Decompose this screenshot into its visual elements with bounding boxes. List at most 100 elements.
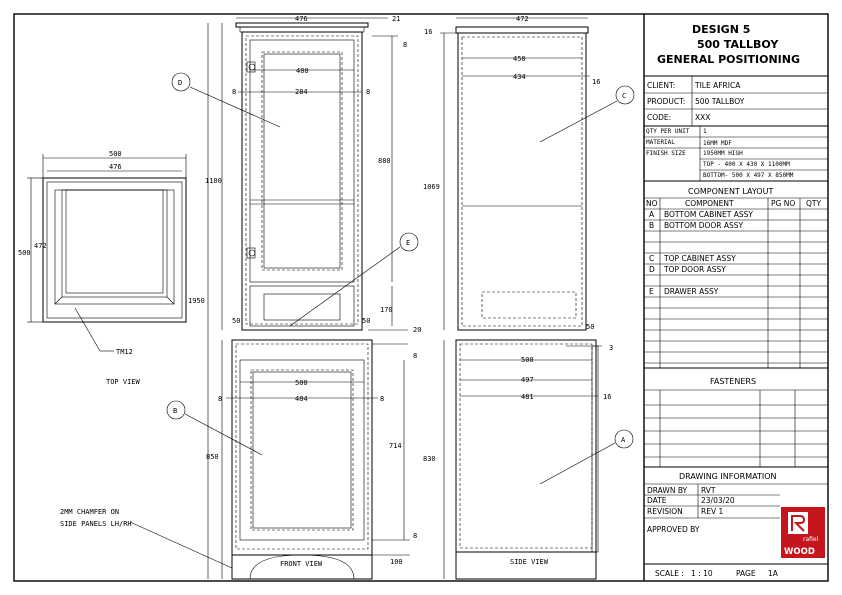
component-layout-heading: COMPONENT LAYOUT — [688, 187, 773, 196]
svg-text:1100: 1100 — [205, 177, 222, 185]
side-view: SIDE VIEW 472 16 450 434 16 1069 50 3 50… — [423, 15, 613, 580]
code-value: XXX — [695, 113, 710, 122]
front-drawer — [249, 285, 355, 327]
component-row-no: D — [649, 265, 655, 274]
component-row-no: E — [649, 287, 654, 296]
svg-text:484: 484 — [295, 395, 308, 403]
front-top-cabinet — [241, 31, 363, 331]
title-block: DESIGN 5 500 TALLBOY GENERAL POSITIONING… — [643, 14, 828, 581]
svg-text:8: 8 — [403, 41, 407, 49]
component-rows: A BOTTOM CABINET ASSY B BOTTOM DOOR ASSY C TO… — [644, 210, 828, 364]
svg-text:C: C — [622, 92, 626, 100]
svg-text:481: 481 — [521, 393, 534, 401]
svg-text:FINISH SIZE: FINISH SIZE — [646, 150, 686, 157]
svg-text:APPROVED BY: APPROVED BY — [647, 525, 700, 534]
svg-text:284: 284 — [295, 88, 308, 96]
svg-text:434: 434 — [513, 73, 526, 81]
svg-text:50: 50 — [232, 317, 240, 325]
svg-text:TOP - 400 X 430 X 1100MM: TOP - 400 X 430 X 1100MM — [703, 161, 790, 168]
svg-text:100: 100 — [390, 558, 403, 566]
svg-text:COMPONENT: COMPONENT — [685, 199, 734, 208]
svg-text:16MM MDF: 16MM MDF — [703, 140, 732, 147]
svg-text:WOOD: WOOD — [784, 547, 815, 557]
svg-text:D: D — [178, 79, 182, 87]
svg-text:500: 500 — [521, 356, 534, 364]
svg-text:1069: 1069 — [423, 183, 440, 191]
side-bottom-cabinet — [455, 339, 597, 553]
drawn-by-value: RVT — [701, 486, 716, 495]
front-view: FRONT VIEW 476 21 8 400 8 284 8 880 1100… — [188, 15, 421, 580]
svg-text:8: 8 — [413, 532, 417, 540]
component-row-name: BOTTOM DOOR ASSY — [664, 221, 744, 230]
side-top-cabinet — [457, 32, 587, 331]
revision-value: REV 1 — [701, 507, 723, 516]
component-row-no: C — [649, 254, 654, 263]
svg-text:BOTTOM- 500 X 497 X 850MM: BOTTOM- 500 X 497 X 850MM — [703, 172, 794, 179]
svg-text:16: 16 — [603, 393, 611, 401]
side-view-label: SIDE VIEW — [510, 558, 549, 566]
svg-text:8: 8 — [380, 395, 384, 403]
svg-text:16: 16 — [424, 28, 432, 36]
svg-text:50: 50 — [586, 323, 594, 331]
svg-text:497: 497 — [521, 376, 534, 384]
fastener-rows — [644, 404, 828, 458]
dim-top-width-500: 500 — [109, 150, 122, 158]
chamfer-note-line1: 2MM CHAMFER ON — [60, 508, 119, 516]
svg-text:1: 1 — [703, 128, 707, 135]
svg-text:400: 400 — [296, 67, 309, 75]
title-line2: 500 TALLBOY — [697, 38, 779, 51]
dim-top-height-472: 472 — [34, 242, 47, 250]
svg-text:880: 880 — [378, 157, 391, 165]
front-view-label: FRONT VIEW — [280, 560, 323, 568]
svg-text:8: 8 — [413, 352, 417, 360]
rafiel-wood-logo: rafiel WOOD — [781, 507, 825, 558]
svg-text:CODE:: CODE: — [647, 113, 671, 122]
callout-a: A — [539, 429, 634, 485]
callout-d: D — [171, 72, 281, 128]
svg-text:DATE: DATE — [647, 496, 667, 505]
scale-value: 1 : 10 — [691, 569, 713, 578]
chamfer-note-line2: SIDE PANELS LH/RH — [60, 520, 132, 528]
svg-text:PG NO: PG NO — [771, 199, 795, 208]
svg-text:NO: NO — [646, 199, 658, 208]
svg-text:E: E — [406, 239, 410, 247]
dim-top-width-476: 476 — [109, 163, 122, 171]
svg-text:476: 476 — [295, 15, 308, 23]
product-value: 500 TALLBOY — [695, 97, 745, 106]
svg-text:8: 8 — [232, 88, 236, 96]
svg-text:472: 472 — [516, 15, 529, 23]
svg-text:50: 50 — [362, 317, 370, 325]
svg-text:21: 21 — [392, 15, 400, 23]
sheet-border — [13, 13, 829, 582]
svg-text:830: 830 — [423, 455, 436, 463]
svg-text:8: 8 — [366, 88, 370, 96]
component-row-name: TOP DOOR ASSY — [663, 265, 726, 274]
svg-text:170: 170 — [380, 306, 393, 314]
svg-text:CLIENT:: CLIENT: — [647, 81, 675, 90]
dim-top-height-500: 500 — [18, 249, 31, 257]
title-line1: DESIGN 5 — [692, 23, 750, 36]
svg-text:SCALE :: SCALE : — [655, 569, 684, 578]
fasteners-heading: FASTENERS — [710, 377, 756, 386]
svg-text:QTY: QTY — [806, 199, 821, 208]
component-row-name: TOP CABINET ASSY — [663, 254, 736, 263]
top-view-outer — [42, 177, 187, 323]
svg-text:1950MM HIGH: 1950MM HIGH — [703, 150, 743, 157]
component-row-no: B — [649, 221, 654, 230]
component-row-name: BOTTOM CABINET ASSY — [664, 210, 753, 219]
svg-text:1950: 1950 — [188, 297, 205, 305]
svg-text:rafiel: rafiel — [803, 536, 819, 543]
svg-text:16: 16 — [592, 78, 600, 86]
svg-text:PRODUCT:: PRODUCT: — [647, 97, 685, 106]
date-value: 23/03/20 — [701, 496, 735, 505]
callout-b: B — [166, 400, 263, 456]
component-row-no: A — [649, 210, 655, 219]
svg-text:DRAWN BY: DRAWN BY — [647, 486, 688, 495]
svg-text:A: A — [621, 436, 626, 444]
svg-text:B: B — [173, 407, 177, 415]
client-value: TILE AFRICA — [694, 81, 741, 90]
svg-text:714: 714 — [389, 442, 402, 450]
svg-text:20: 20 — [413, 326, 421, 334]
top-view: 500 476 500 472 TM12 TOP VIEW — [18, 150, 187, 386]
